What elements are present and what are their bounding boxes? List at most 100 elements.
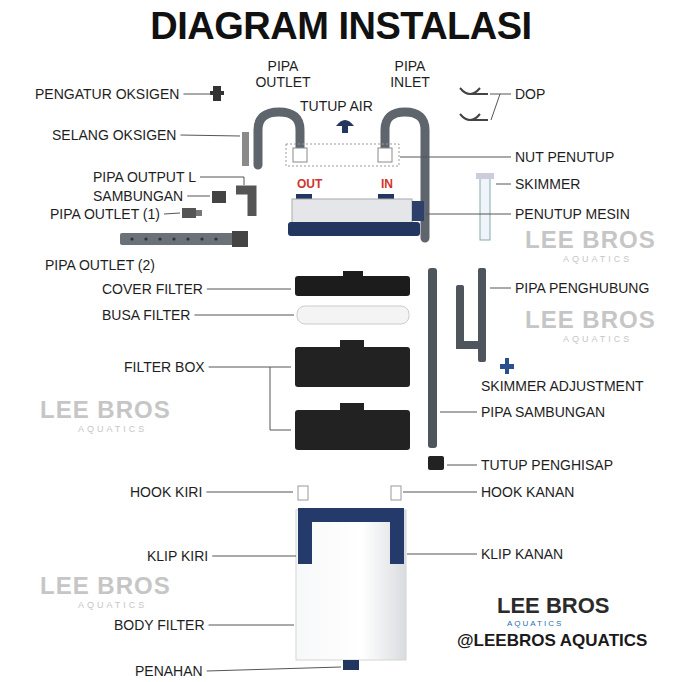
stopper <box>343 660 359 670</box>
part-label: TUTUP PENGHISAP <box>481 457 613 473</box>
oxygen-hose <box>242 132 249 166</box>
clip <box>298 508 404 522</box>
watermark: AQUATICS <box>78 600 147 611</box>
watermark: AQUATICS <box>563 334 632 345</box>
leader-line <box>212 556 296 557</box>
joint-pipe <box>456 285 464 349</box>
leader-line <box>403 492 477 493</box>
part-label: SAMBUNGAN <box>93 188 183 204</box>
part-label: PIPA SAMBUNGAN <box>481 404 605 420</box>
leader-line <box>207 289 291 290</box>
port-label: OUT <box>297 176 322 192</box>
leader-line <box>400 157 511 158</box>
part-label: NUT PENUTUP <box>515 149 614 165</box>
part-label: FILTER BOX <box>124 359 205 375</box>
part-label: SKIMMER <box>515 176 580 192</box>
leader-line <box>426 214 511 215</box>
part-label: SELANG OKSIGEN <box>52 127 176 143</box>
machine-cover <box>292 199 412 224</box>
part-label: PENUTUP MESIN <box>515 206 630 222</box>
part-label: DOP <box>515 86 545 102</box>
port-label: IN <box>381 176 393 192</box>
filter-sponge <box>297 306 409 324</box>
leader-line <box>209 625 294 626</box>
watermark: LEE BROS <box>525 226 656 254</box>
part-label: PIPA OUTLET <box>251 58 315 90</box>
leader-line <box>187 196 210 197</box>
part-label: HOOK KIRI <box>130 484 202 500</box>
nut <box>293 148 307 162</box>
watermark: AQUATICS <box>78 424 147 435</box>
pipe-holes <box>130 237 217 240</box>
oxygen-valve <box>210 91 224 95</box>
leader-line <box>183 94 211 95</box>
machine-cover <box>412 201 424 221</box>
leader-line <box>180 135 240 136</box>
hook <box>391 486 401 500</box>
outlet-pipe-1 <box>182 208 196 218</box>
part-label: BUSA FILTER <box>102 307 190 323</box>
nut <box>378 148 392 162</box>
filter-box <box>295 410 410 450</box>
l-pipe <box>236 190 252 216</box>
bracket <box>270 367 291 430</box>
cover-filter <box>295 276 410 296</box>
part-label: COVER FILTER <box>102 281 203 297</box>
part-label: PIPA OUTPUT L <box>93 169 196 185</box>
leader-line <box>496 184 511 185</box>
skimmer <box>476 173 494 179</box>
outlet-pipe-1 <box>196 210 202 216</box>
part-label: PIPA PENGHUBUNG <box>515 280 649 296</box>
watermark: LEE BROS <box>40 396 171 424</box>
water-cap <box>342 125 348 133</box>
suction-cap <box>428 456 444 470</box>
brand-handle: @LEEBROS AQUATICS <box>457 631 647 651</box>
leader-lines <box>164 94 511 671</box>
brand-logo: LEE BROS <box>497 594 609 618</box>
skimmer-valve <box>505 358 509 374</box>
brand-logo: AQUATICS <box>507 619 563 629</box>
skimmer <box>480 176 490 240</box>
leader-line <box>490 94 511 95</box>
joint-pipe <box>456 341 486 349</box>
leader-line <box>194 315 294 316</box>
leader-line <box>440 412 477 413</box>
part-label: PIPA OUTLET (1) <box>50 206 160 222</box>
part-label: BODY FILTER <box>114 617 205 633</box>
part-label: KLIP KANAN <box>481 546 563 562</box>
part-label: KLIP KIRI <box>147 548 208 564</box>
watermark: AQUATICS <box>563 254 632 265</box>
leader-line <box>209 367 270 368</box>
watermark: LEE BROS <box>525 306 656 334</box>
part-label: SKIMMER ADJUSTMENT <box>481 378 644 394</box>
part-label: HOOK KANAN <box>481 484 574 500</box>
watermark: LEE BROS <box>40 572 171 600</box>
outlet-pipe-2 <box>120 233 240 245</box>
pipe-end-cap <box>232 231 248 247</box>
part-label: PIPA INLET <box>378 58 442 90</box>
leader-line <box>490 288 511 289</box>
part-label: PENAHAN <box>135 663 203 679</box>
clip <box>298 508 312 564</box>
clip <box>390 508 404 564</box>
diagram-title: DIAGRAM INSTALASI <box>0 4 682 48</box>
connecting-pipe <box>428 268 437 448</box>
hook <box>298 486 308 500</box>
leader-line <box>206 492 293 493</box>
nut-group-box <box>286 144 399 166</box>
connector <box>212 191 226 203</box>
suction-cup <box>460 88 488 94</box>
machine-cover-base <box>288 222 420 236</box>
part-label: PIPA OUTLET (2) <box>45 257 155 273</box>
leader-line <box>407 554 477 555</box>
leader-line <box>207 667 341 671</box>
filter-body <box>296 510 406 660</box>
suction-cup <box>460 114 488 120</box>
leader-line <box>200 177 244 185</box>
filter-box <box>295 347 410 387</box>
leader-line <box>491 94 500 120</box>
part-label: PENGATUR OKSIGEN <box>35 86 179 102</box>
part-label: TUTUP AIR <box>300 98 373 114</box>
leader-line <box>164 213 180 214</box>
leader-line <box>447 465 477 466</box>
